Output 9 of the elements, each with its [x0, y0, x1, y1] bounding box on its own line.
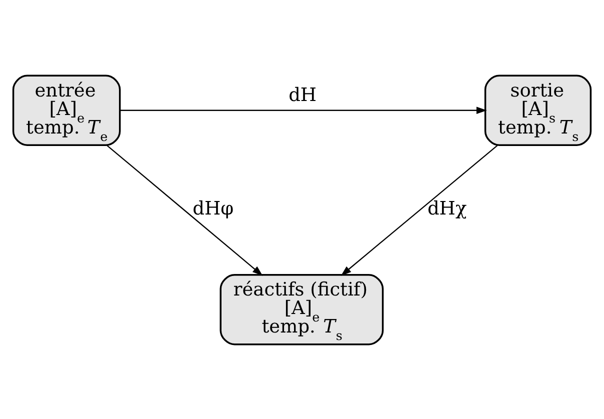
- node-box: réactifs (fictif) [A]$_{e}$ temp. T$_{s}$: [220, 274, 384, 345]
- edge-label: dH: [288, 84, 317, 106]
- arrow: [120, 106, 487, 114]
- arrow: [340, 144, 498, 276]
- edge-label: dHφ: [192, 198, 234, 219]
- arrow: [106, 144, 263, 276]
- node-box: entrée [A]$_{e}$ temp. T$_{e}$: [12, 74, 121, 146]
- node-box: sortie [A]$_{s}$ temp. T$_{s}$: [484, 74, 592, 146]
- edge-label: dHχ: [427, 198, 467, 219]
